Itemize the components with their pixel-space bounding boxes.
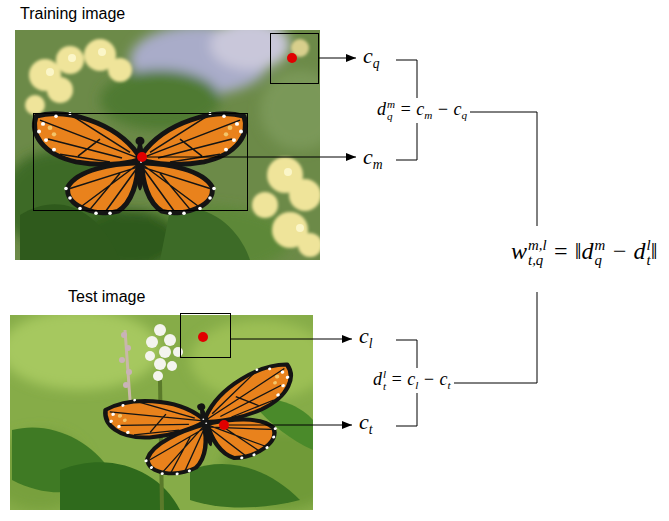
point-label: cq — [360, 42, 383, 72]
subscript: q — [387, 111, 395, 123]
formula: dtl = cl − ct — [370, 368, 454, 393]
subscript: l — [369, 336, 373, 351]
photo-panel: Training image — [15, 30, 320, 260]
formula: dqm = cm − cq — [374, 98, 470, 123]
test-photo — [10, 315, 313, 510]
subscript: t — [369, 422, 373, 437]
subscript: t — [383, 381, 386, 393]
superscript: l — [647, 238, 651, 254]
formula: wt,qm,l = ‖dqm − dtl‖ — [508, 236, 660, 269]
subscript: l — [415, 379, 418, 391]
subscript: m — [424, 109, 432, 121]
superscript: m — [387, 99, 395, 111]
symbol-run: − d — [605, 238, 645, 264]
subscript: q — [595, 253, 606, 269]
leader-arrow — [147, 58, 356, 425]
superscript: l — [383, 369, 386, 381]
panel-heading: Test image — [68, 287, 145, 306]
superscript: m,l — [528, 238, 547, 254]
point-label: cl — [356, 322, 376, 352]
index-stack: tl — [383, 369, 386, 392]
point-label: cm — [360, 143, 386, 173]
subscript: q — [373, 56, 380, 71]
symbol-run: d — [377, 99, 386, 119]
index-stack: tl — [647, 238, 651, 269]
symbol-run: w — [511, 238, 527, 264]
photo-panel: Test image — [10, 315, 313, 510]
index-stack: qm — [387, 99, 395, 122]
symbol-run: − c — [418, 369, 447, 389]
index-stack: qm — [595, 238, 606, 269]
subscript: m — [373, 157, 383, 172]
point-label: ct — [356, 408, 376, 438]
feature-point — [137, 53, 297, 430]
symbol-run: = c — [386, 369, 415, 389]
symbol-run: d — [373, 369, 382, 389]
subscript: t,q — [528, 253, 547, 269]
subscript: t — [448, 379, 451, 391]
region-box — [34, 34, 319, 358]
index-stack: t,qm,l — [528, 238, 547, 269]
panel-heading: Training image — [20, 4, 125, 23]
subscript: q — [461, 109, 467, 121]
training-photo — [15, 30, 320, 260]
symbol-run: = ‖d — [547, 238, 594, 264]
symbol-run: ‖ — [651, 238, 658, 264]
symbol-run: = c — [395, 99, 424, 119]
symbol-run: c — [363, 43, 373, 68]
superscript: m — [595, 238, 606, 254]
subscript: t — [647, 253, 651, 269]
symbol-run: c — [359, 409, 369, 434]
symbol-run: c — [363, 144, 373, 169]
symbol-run: c — [359, 323, 369, 348]
symbol-run: − c — [432, 99, 461, 119]
